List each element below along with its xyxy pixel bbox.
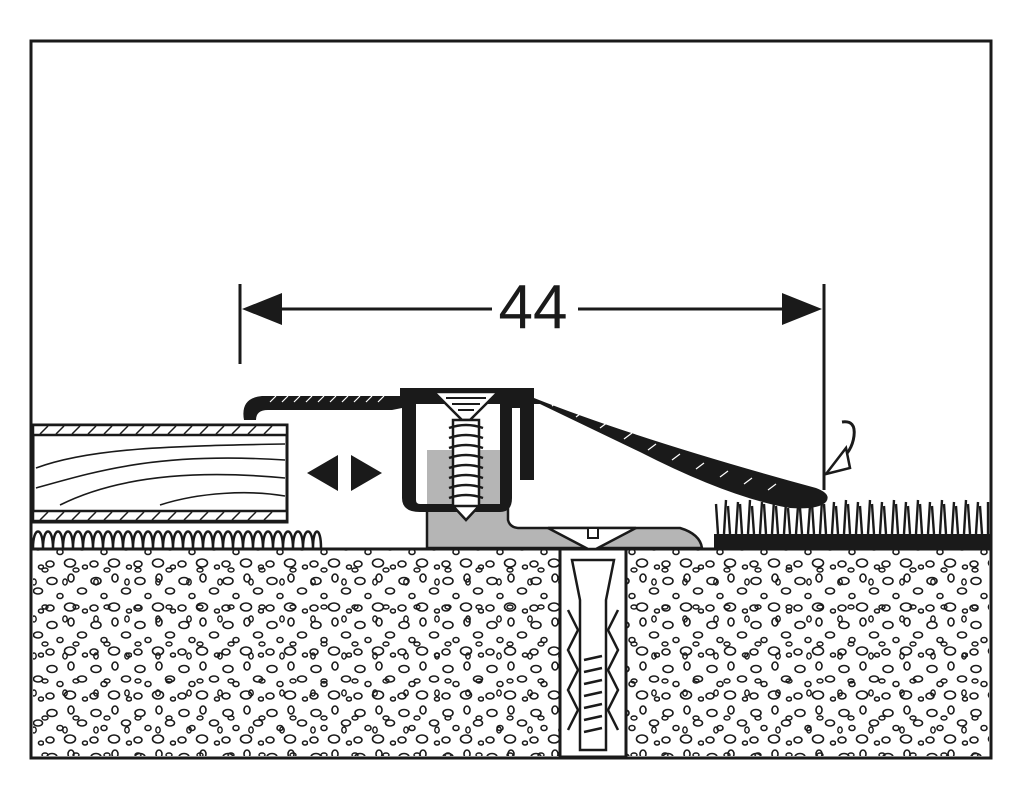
concrete-subfloor bbox=[33, 549, 989, 756]
curved-arrow-icon bbox=[822, 420, 856, 477]
dimension-line bbox=[238, 284, 826, 490]
wall-plug bbox=[558, 547, 628, 759]
dimension-label: 44 bbox=[499, 273, 568, 342]
anchor-screw-head bbox=[547, 526, 637, 551]
laminate-plank bbox=[31, 423, 289, 524]
underlay-layer bbox=[31, 530, 323, 549]
carpet bbox=[714, 499, 990, 548]
double-arrow-icon bbox=[307, 455, 382, 491]
profile-screw bbox=[430, 390, 502, 522]
